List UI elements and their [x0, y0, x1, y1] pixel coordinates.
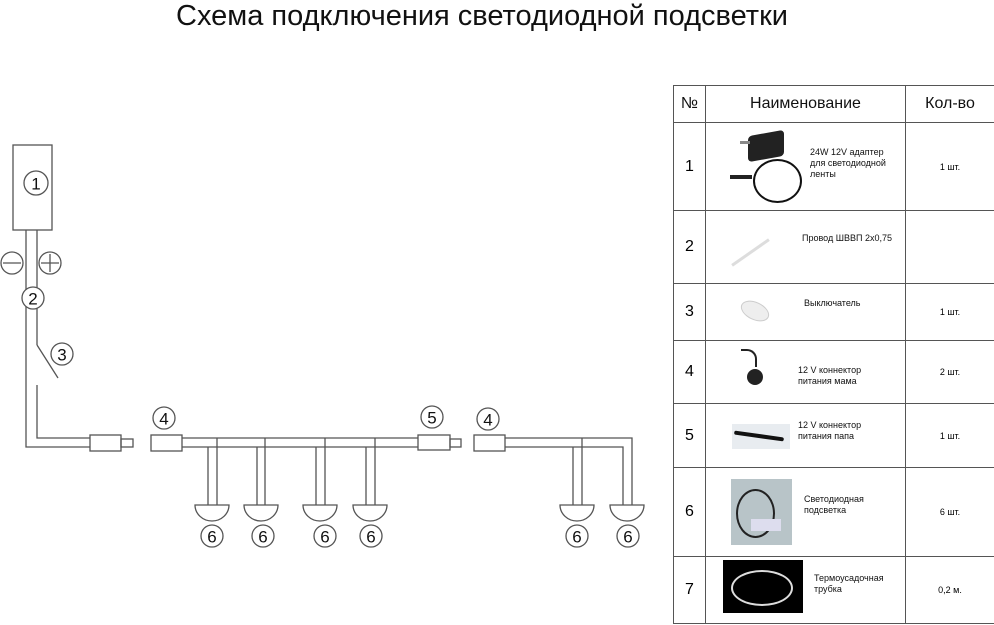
label-1: 1: [31, 175, 40, 194]
item-qty: 1 шт.: [905, 403, 994, 468]
label-6: 6: [366, 528, 375, 547]
switch: 3: [36, 342, 74, 379]
label-4a: 4: [159, 410, 168, 429]
title-text: Схема подключения светодиодной подсветки: [176, 0, 788, 32]
item-name-line: питания папа: [798, 431, 855, 441]
label-2: 2: [28, 290, 37, 309]
item-qty: 1 шт.: [905, 283, 994, 341]
polarity-minus-icon: [0, 251, 24, 275]
item-number: 1: [673, 122, 706, 211]
item-name-line: питания мама: [798, 376, 857, 386]
item-name-line: 12 V коннектор: [798, 365, 862, 375]
adapter: 1: [12, 144, 53, 231]
header-qty: Кол-во: [905, 85, 994, 123]
page-title: Схема подключения светодиодной подсветки: [0, 0, 994, 32]
item-name-line: Выключатель: [804, 298, 861, 308]
item-number: 6: [673, 467, 706, 557]
header-name: Наименование: [705, 85, 906, 123]
led-line-1: 6 6 6 6: [182, 437, 418, 548]
item-qty: 6 шт.: [905, 467, 994, 557]
table-header: № Наименование Кол-во: [673, 85, 994, 123]
table-row: 3 Выключатель 1 шт.: [673, 283, 994, 341]
item-qty: 1 шт.: [905, 122, 994, 211]
led-light-image: [731, 479, 792, 545]
item-name-line: ленты: [810, 169, 836, 179]
label-3: 3: [57, 346, 66, 365]
power-wire: 2: [21, 230, 90, 448]
item-number: 4: [673, 340, 706, 404]
led-light-3: 6: [302, 438, 338, 548]
wire-image: [731, 238, 770, 267]
switch-image: [737, 296, 773, 326]
item-name-line: трубка: [814, 584, 842, 594]
item-name-line: Провод ШВВП 2х0,75: [802, 233, 892, 243]
item-name-cell: Выключатель: [705, 283, 906, 341]
connector-female-2: 4: [473, 407, 506, 452]
item-number: 7: [673, 556, 706, 624]
item-qty: 0,2 м.: [905, 556, 994, 624]
table-row: 2 Провод ШВВП 2х0,75: [673, 210, 994, 284]
label-6: 6: [258, 528, 267, 547]
item-number: 5: [673, 403, 706, 468]
label-4b: 4: [483, 411, 492, 430]
item-name: Провод ШВВП 2х0,75: [802, 233, 892, 244]
item-name-line: для светодиодной: [810, 158, 886, 168]
header-num: №: [673, 85, 706, 123]
item-name-line: Термоусадочная: [814, 573, 884, 583]
adapter-plug: [89, 434, 134, 452]
led-light-1: 6: [194, 438, 230, 548]
item-qty: 2 шт.: [905, 340, 994, 404]
item-number: 2: [673, 210, 706, 284]
led-light-2: 6: [243, 438, 279, 548]
item-number: 3: [673, 283, 706, 341]
led-light-6: 6: [609, 504, 645, 548]
label-6: 6: [572, 528, 581, 547]
item-name-line: 12 V коннектор: [798, 420, 862, 430]
connector-female-image: [741, 349, 763, 385]
label-6: 6: [623, 528, 632, 547]
item-name-line: 24W 12V адаптер: [810, 147, 884, 157]
led-light-4: 6: [352, 438, 388, 548]
item-name-line: Светодиодная: [804, 494, 864, 504]
led-light-5: 6: [559, 438, 595, 548]
adapter-image: [728, 129, 808, 206]
item-qty: [905, 210, 994, 284]
label-6: 6: [207, 528, 216, 547]
item-name: Выключатель: [804, 298, 860, 309]
label-5: 5: [427, 409, 436, 428]
item-name-line: подсветка: [804, 505, 847, 515]
label-6: 6: [320, 528, 329, 547]
heat-shrink-tube-image: [723, 560, 803, 613]
connector-female-1: 4: [150, 406, 183, 452]
connector-male: 5: [417, 405, 462, 451]
item-name-cell: Провод ШВВП 2х0,75: [705, 210, 906, 284]
polarity-plus-icon: [38, 251, 62, 275]
connector-male-image: [732, 424, 790, 449]
